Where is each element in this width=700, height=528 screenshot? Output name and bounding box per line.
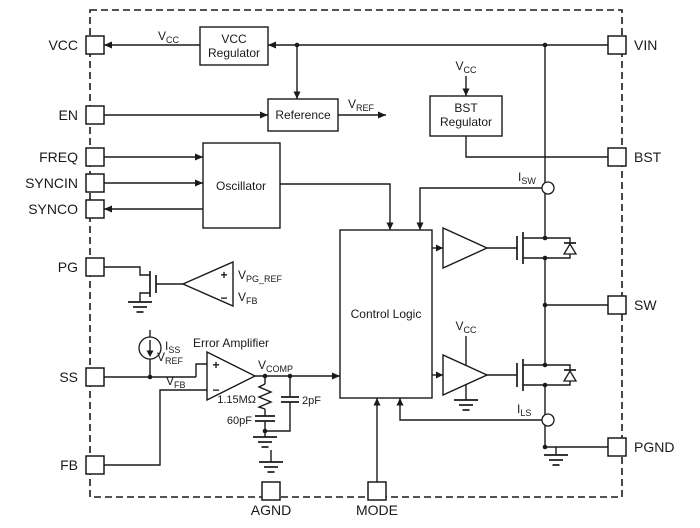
pin-label-ss: SS [59, 369, 78, 385]
pin-freq [85, 147, 105, 167]
wires [104, 44, 608, 482]
pin-bst [607, 147, 627, 167]
wire-fb-to-ea-minus [104, 389, 207, 466]
pin-label-pg: PG [58, 259, 78, 275]
error-amplifier-triangle [206, 350, 257, 402]
wire-bstreg-to-bst-pin [465, 136, 608, 158]
pin-label-agnd: AGND [251, 502, 291, 518]
pin-fb [85, 455, 105, 475]
value-hf-cap: 2pF [302, 395, 321, 407]
net-label-vfb-ea: VFB [166, 374, 186, 390]
net-label-vref-out: VREF [348, 97, 375, 113]
pin-sw [607, 295, 627, 315]
control-logic-label: Control Logic [351, 307, 422, 321]
reference-block [267, 98, 339, 132]
arrowheads [104, 41, 470, 406]
net-label-iss: ISS [165, 339, 180, 355]
bst-regulator-block [429, 95, 503, 137]
wire-osc-to-control [280, 183, 391, 230]
ground-symbols [128, 301, 568, 473]
control-logic-block [339, 229, 433, 399]
pin-syncin [85, 173, 105, 193]
vcc-regulator-label-2: Regulator [208, 46, 260, 60]
bst-regulator-label-2: Regulator [440, 115, 492, 129]
net-label-vcc-bst: VCC [455, 59, 477, 75]
high-side-mosfet [516, 232, 524, 264]
ls-gate-driver [442, 353, 489, 397]
isw-sense-bubble [541, 181, 555, 195]
hs-gate-driver [442, 226, 489, 270]
net-label-vfb-pg: VFB [238, 290, 258, 306]
pg-comparator-minus: − [220, 291, 227, 305]
pin-label-vcc: VCC [48, 37, 78, 53]
pin-squares [85, 35, 627, 501]
pin-mode [367, 481, 387, 501]
pin-label-bst: BST [634, 149, 662, 165]
net-label-isw: ISW [518, 170, 536, 186]
value-comp-resistor: 1.15MΩ [217, 394, 256, 406]
oscillator-block [202, 142, 281, 229]
vcc-regulator-label-1: VCC [221, 32, 247, 46]
bst-regulator-label-1: BST [454, 101, 478, 115]
net-label-vcomp: VCOMP [258, 358, 293, 374]
low-side-mosfet [516, 359, 524, 391]
ls-body-diode [562, 369, 578, 382]
wire-ls-diode-bottom [545, 381, 571, 386]
pin-label-vin: VIN [634, 37, 657, 53]
pin-label-freq: FREQ [39, 149, 78, 165]
chip-boundary [89, 9, 623, 498]
pg-comparator [181, 260, 234, 308]
wire-isw-sense [419, 187, 542, 230]
wire-pgfet-source-gnd [139, 292, 150, 302]
pin-vcc [85, 35, 105, 55]
pin-label-mode: MODE [356, 502, 398, 518]
net-label-vref-ea: VREF [157, 350, 184, 366]
net-label-vpgref: VPG_REF [238, 268, 283, 284]
pin-ss [85, 367, 105, 387]
pin-synco [85, 199, 105, 219]
ground-pg-fet [128, 301, 152, 313]
ground-ls-driver [454, 399, 478, 411]
pg-comparator-plus: + [220, 268, 227, 282]
pin-en [85, 105, 105, 125]
ground-comp-network [253, 436, 277, 448]
error-amp-minus: − [212, 383, 219, 397]
oscillator-label: Oscillator [216, 179, 266, 193]
pin-label-syncin: SYNCIN [25, 175, 78, 191]
iss-arrow-head [146, 350, 154, 357]
resistor-zigzag [257, 383, 273, 410]
pin-label-pgnd: PGND [634, 439, 674, 455]
pg-mosfet [149, 271, 157, 297]
pin-label-sw: SW [634, 297, 657, 313]
wire-2pf-return [265, 402, 291, 432]
ils-sense-bubble [541, 413, 555, 427]
reference-label: Reference [275, 108, 331, 122]
wire-pg-pin-to-fet [104, 266, 150, 276]
wire-hs-diode-top [545, 237, 571, 243]
ground-pgnd [544, 454, 568, 466]
net-label-ils: ILS [517, 402, 531, 418]
pin-label-synco: SYNCO [28, 201, 78, 217]
error-amplifier-label: Error Amplifier [193, 336, 269, 350]
pin-label-en: EN [59, 107, 78, 123]
pin-pg [85, 257, 105, 277]
net-label-vcc-out: VCC [158, 29, 180, 45]
pin-pgnd [607, 437, 627, 457]
hs-body-diode [562, 242, 578, 255]
net-label-vcc-lsdrv: VCC [455, 319, 477, 335]
pin-vin [607, 35, 627, 55]
vcc-regulator-block [199, 26, 269, 66]
junction-dots [147, 42, 548, 450]
value-comp-cap: 60pF [227, 415, 252, 427]
wire-ss-to-ea-plus [195, 363, 207, 377]
wire-ls-diode-top [545, 364, 571, 371]
pin-agnd [261, 481, 281, 501]
pin-label-fb: FB [60, 457, 78, 473]
error-amp-plus: + [212, 358, 219, 372]
wire-hs-diode-bottom [545, 254, 571, 259]
ground-agnd [259, 461, 283, 473]
